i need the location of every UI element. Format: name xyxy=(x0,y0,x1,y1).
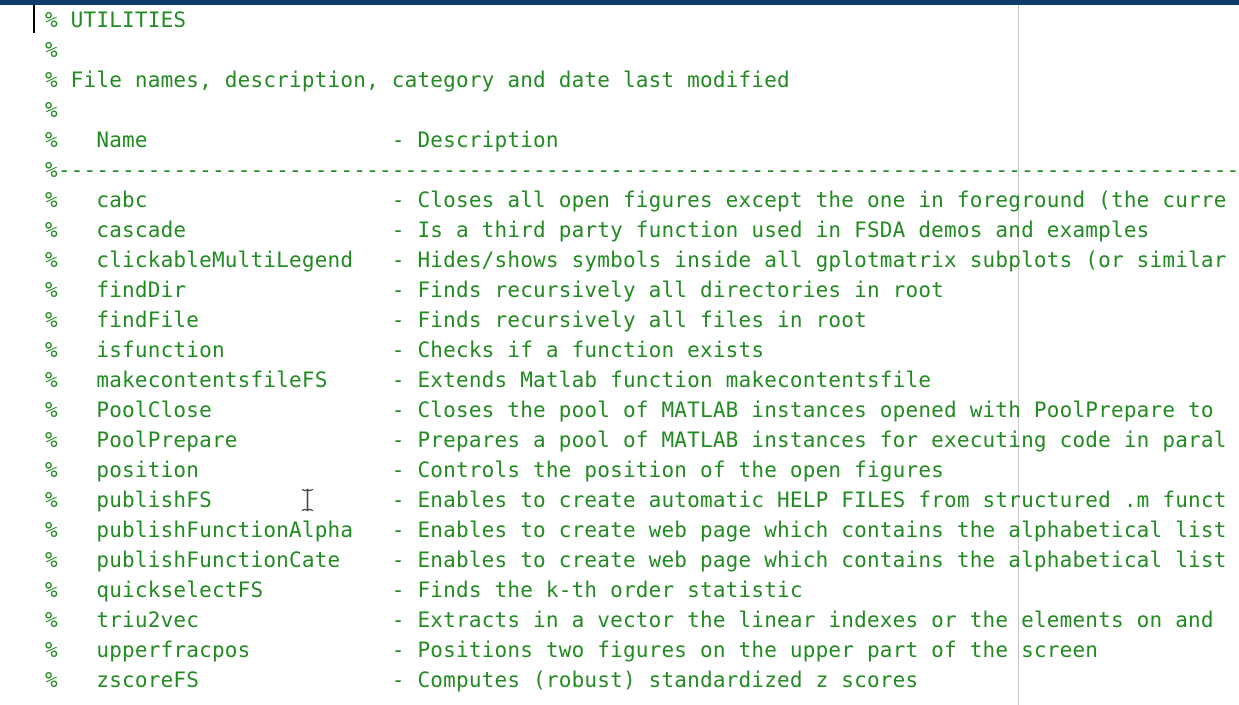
code-editor-text-area[interactable]: % UTILITIES % % File names, description,… xyxy=(0,5,1239,695)
code-line[interactable]: % PoolClose - Closes the pool of MATLAB … xyxy=(45,398,1214,422)
code-line[interactable]: % File names, description, category and … xyxy=(45,68,790,92)
code-line[interactable]: % Name - Description xyxy=(45,128,559,152)
code-line[interactable]: % publishFunctionCate - Enables to creat… xyxy=(45,548,1227,572)
column-ruler-line xyxy=(1018,5,1019,705)
code-line[interactable]: % publishFunctionAlpha - Enables to crea… xyxy=(45,518,1227,542)
code-line[interactable]: % zscoreFS - Computes (robust) standardi… xyxy=(45,668,919,692)
code-line[interactable]: % xyxy=(45,38,58,62)
code-line[interactable]: % findDir - Finds recursively all direct… xyxy=(45,278,945,302)
code-line[interactable]: % xyxy=(45,98,58,122)
code-line[interactable]: % publishFS - Enables to create automati… xyxy=(45,488,1227,512)
code-line[interactable]: % position - Controls the position of th… xyxy=(45,458,945,482)
code-line-separator[interactable]: %---------------------------------------… xyxy=(45,158,1239,182)
code-line[interactable]: % makecontentsfileFS - Extends Matlab fu… xyxy=(45,368,932,392)
text-caret xyxy=(33,5,35,33)
code-line[interactable]: % cascade - Is a third party function us… xyxy=(45,218,1150,242)
code-line[interactable]: % cabc - Closes all open figures except … xyxy=(45,188,1227,212)
code-line[interactable]: % upperfracpos - Positions two figures o… xyxy=(45,638,1099,662)
code-line[interactable]: % UTILITIES xyxy=(45,8,187,32)
code-line[interactable]: % triu2vec - Extracts in a vector the li… xyxy=(45,608,1214,632)
window-top-edge xyxy=(0,0,1239,5)
code-line[interactable]: % quickselectFS - Finds the k-th order s… xyxy=(45,578,803,602)
code-line[interactable]: % isfunction - Checks if a function exis… xyxy=(45,338,765,362)
i-beam-cursor-icon xyxy=(301,488,314,512)
code-line[interactable]: % clickableMultiLegend - Hides/shows sym… xyxy=(45,248,1227,272)
code-line[interactable]: % findFile - Finds recursively all files… xyxy=(45,308,867,332)
code-line[interactable]: % PoolPrepare - Prepares a pool of MATLA… xyxy=(45,428,1227,452)
